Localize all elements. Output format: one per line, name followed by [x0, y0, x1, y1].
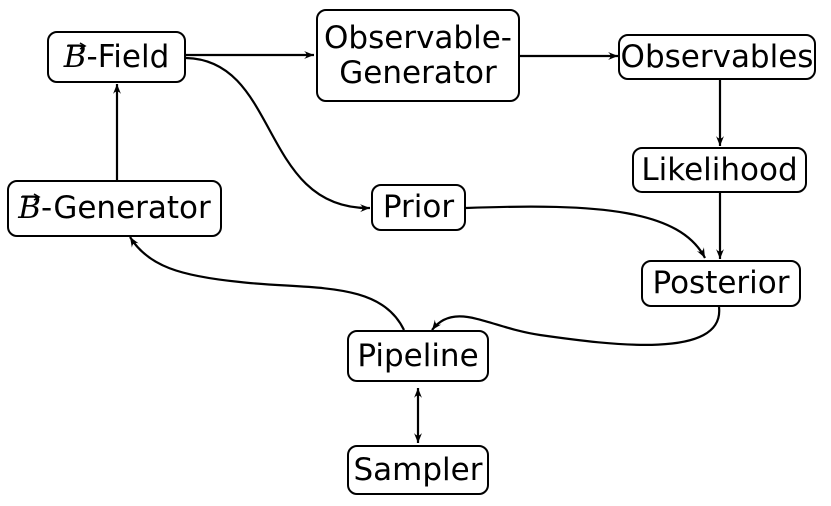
- sampler-label: Sampler: [353, 451, 483, 488]
- node-likelihood: Likelihood: [632, 147, 807, 193]
- b-field-suffix: -Field: [86, 38, 170, 75]
- node-sampler: Sampler: [347, 445, 489, 495]
- b-generator-label-group: B-Generator: [18, 191, 211, 226]
- edge-bfield-to-prior: [185, 56, 371, 213]
- node-b-generator: B-Generator: [7, 180, 222, 237]
- b-generator-suffix: -Generator: [41, 190, 211, 226]
- edge-posterior-to-pipeline: [431, 306, 721, 346]
- edge-pipeline-to-bgenerator: [129, 236, 405, 331]
- node-b-field: B-Field: [47, 31, 186, 83]
- node-posterior: Posterior: [641, 260, 801, 307]
- b-field-label-group: B-Field: [63, 38, 170, 75]
- posterior-label: Posterior: [652, 265, 790, 301]
- edge-prior-to-posterior: [465, 205, 706, 259]
- node-prior: Prior: [371, 184, 466, 231]
- observable-generator-line1: Observable-: [324, 19, 512, 56]
- node-pipeline: Pipeline: [347, 330, 489, 382]
- pipeline-label: Pipeline: [357, 337, 479, 374]
- node-observable-generator: Observable- Generator: [316, 9, 520, 102]
- vector-b-symbol: B: [63, 38, 87, 75]
- node-observables: Observables: [618, 34, 816, 80]
- observable-generator-line2: Generator: [339, 54, 497, 91]
- prior-label: Prior: [382, 189, 455, 225]
- observable-generator-label: Observable- Generator: [324, 19, 512, 91]
- likelihood-label: Likelihood: [641, 151, 798, 188]
- observables-label: Observables: [620, 38, 814, 75]
- vector-arrow-icon: [21, 193, 41, 201]
- vector-arrow-icon: [66, 41, 87, 50]
- vector-b-symbol: B: [18, 190, 42, 226]
